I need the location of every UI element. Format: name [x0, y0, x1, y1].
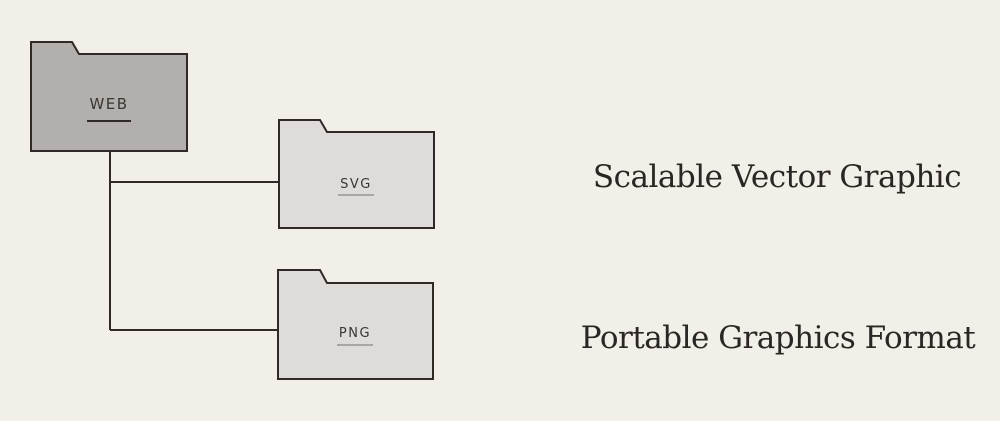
folder-svg-label: SVG: [340, 177, 372, 192]
folder-png-shape: [277, 269, 434, 380]
tree-connectors: [109, 151, 279, 331]
folder-web[interactable]: WEB: [30, 41, 188, 152]
folder-svg[interactable]: SVG: [278, 119, 435, 229]
folder-web-label: WEB: [89, 95, 128, 113]
folder-web-shape: [30, 41, 188, 152]
folder-png-label: PNG: [339, 326, 371, 341]
folder-svg-shape: [278, 119, 435, 229]
svg-description: Scalable Vector Graphic: [592, 159, 962, 195]
png-description: Portable Graphics Format: [580, 320, 976, 356]
folder-png[interactable]: PNG: [277, 269, 434, 380]
